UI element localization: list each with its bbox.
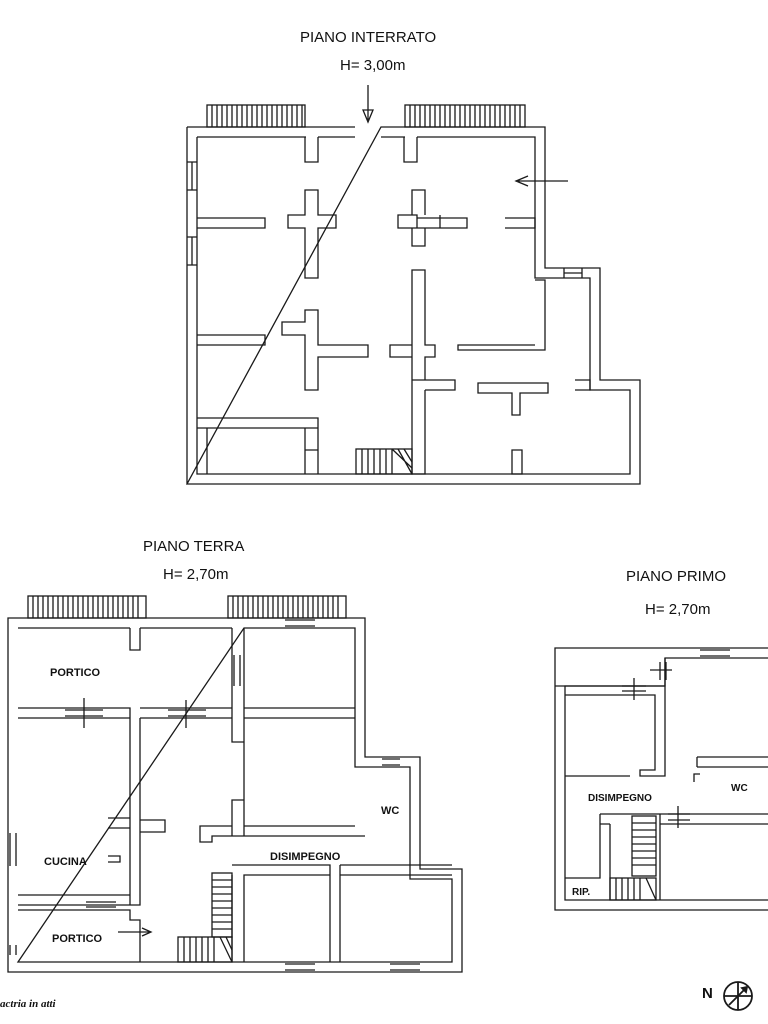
inner-wall-terra bbox=[16, 627, 453, 963]
outer-wall-primo bbox=[554, 647, 768, 911]
room-label-portico-upper: PORTICO bbox=[50, 667, 101, 679]
height-piano-interrato: H= 3,00m bbox=[340, 57, 406, 74]
title-piano-primo: PIANO PRIMO bbox=[626, 568, 727, 585]
north-label: N bbox=[702, 985, 713, 1002]
height-piano-primo: H= 2,70m bbox=[645, 601, 711, 618]
stair-icon bbox=[177, 872, 233, 963]
hatched-strip-interrato-left bbox=[206, 104, 306, 128]
arrow-icon bbox=[118, 927, 153, 937]
room-walls-interrato bbox=[197, 137, 591, 475]
room-label-wc-primo: WC bbox=[731, 783, 748, 794]
arrow-icon bbox=[362, 85, 568, 187]
north-compass-icon bbox=[723, 981, 753, 1011]
plan-terra bbox=[7, 595, 463, 973]
room-label-disimpegno-primo: DISIMPEGNO bbox=[588, 793, 652, 804]
plan-primo bbox=[554, 647, 768, 911]
hatched-strip-interrato-right bbox=[404, 104, 526, 128]
title-piano-terra: PIANO TERRA bbox=[143, 538, 245, 555]
window-icon bbox=[622, 649, 730, 828]
stair-icon bbox=[355, 448, 413, 475]
room-label-wc-terra: WC bbox=[381, 805, 400, 817]
title-piano-interrato: PIANO INTERRATO bbox=[300, 29, 437, 46]
room-label-portico-lower: PORTICO bbox=[52, 933, 103, 945]
hatched-strip-terra-right bbox=[227, 595, 347, 619]
room-label-cucina: CUCINA bbox=[44, 856, 87, 868]
window-cross-icon bbox=[83, 698, 187, 728]
footer-note: actria in atti bbox=[0, 998, 56, 1010]
window-icon bbox=[187, 161, 583, 278]
outer-wall-interrato bbox=[185, 126, 641, 485]
room-label-rip: RIP. bbox=[572, 887, 591, 898]
outer-wall-terra bbox=[7, 617, 463, 973]
plan-interrato bbox=[185, 85, 641, 485]
room-label-disimpegno-terra: DISIMPEGNO bbox=[270, 851, 341, 863]
room-walls-primo bbox=[555, 658, 768, 900]
inner-wall-interrato bbox=[196, 136, 631, 475]
hatched-strip-terra-left bbox=[27, 595, 147, 619]
inner-wall-primo bbox=[564, 657, 768, 901]
height-piano-terra: H= 2,70m bbox=[163, 566, 229, 583]
stair-icon bbox=[609, 815, 657, 901]
